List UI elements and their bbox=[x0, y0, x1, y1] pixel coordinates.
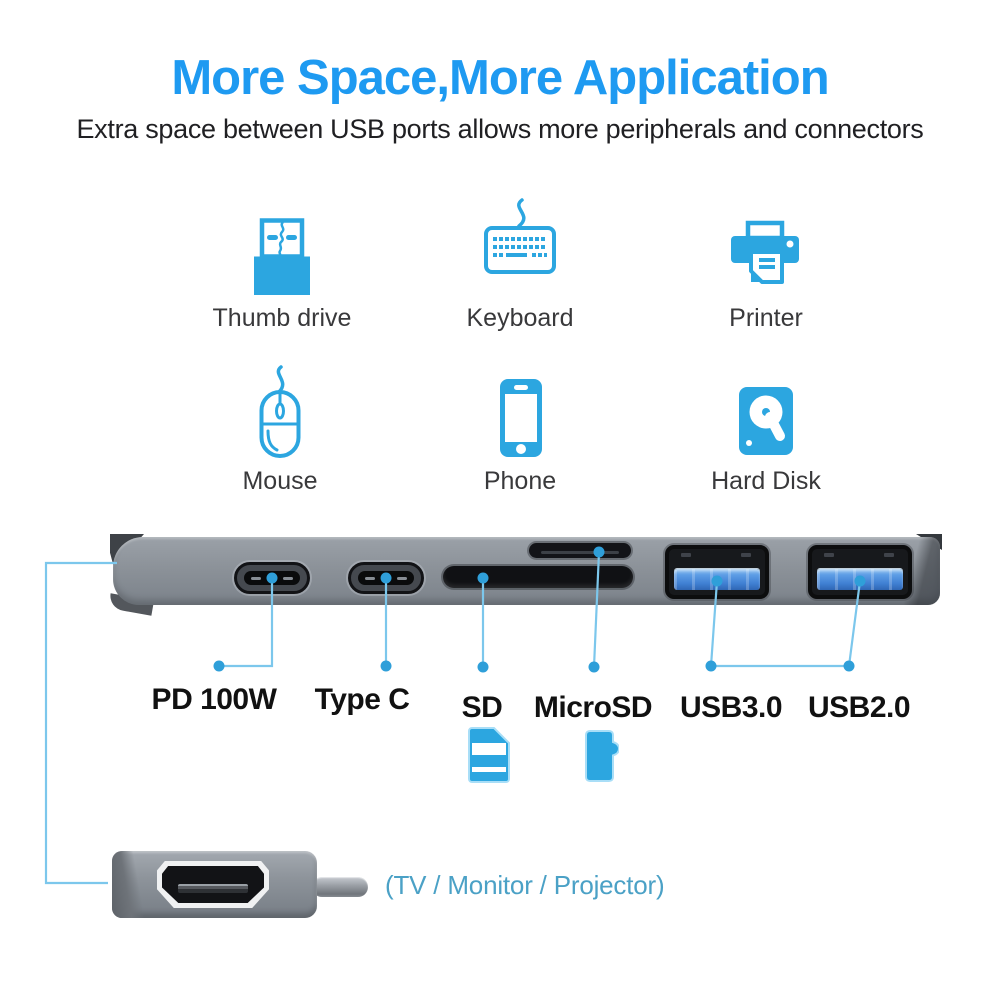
printer-icon bbox=[731, 220, 799, 284]
keyboard-icon bbox=[484, 198, 556, 274]
port-label-usb2: USB2.0 bbox=[807, 691, 911, 724]
usb-port-tongue bbox=[817, 569, 903, 590]
phone-icon bbox=[500, 379, 542, 457]
usb-a-3.0-port bbox=[665, 545, 769, 599]
page-subtitle: Extra space between USB ports allows mor… bbox=[76, 114, 924, 144]
hdmi-pin-slot bbox=[178, 884, 248, 893]
hub-edge-shadow bbox=[900, 537, 940, 605]
port-label-pd: PD 100W bbox=[151, 683, 277, 716]
port-label-typec: Type C bbox=[314, 683, 410, 716]
usb-c-pd-port bbox=[234, 562, 310, 594]
hdmi-port-opening bbox=[162, 866, 264, 903]
peripheral-label: Thumb drive bbox=[212, 304, 352, 332]
page-title: More Space,More Application bbox=[171, 51, 829, 105]
peripheral-label: Phone bbox=[483, 467, 557, 495]
port-label-sd: SD bbox=[461, 691, 503, 724]
usb-c-plug bbox=[312, 877, 368, 897]
usb-c-hub-device bbox=[113, 537, 940, 605]
microsd-card-icon bbox=[585, 730, 619, 782]
hdmi-edge-bevel bbox=[112, 851, 144, 918]
microsd-card-slot bbox=[529, 543, 631, 558]
peripheral-label: Keyboard bbox=[466, 304, 574, 332]
usb-c-data-port bbox=[348, 562, 424, 594]
hdmi-connector bbox=[112, 851, 317, 918]
peripheral-label: Printer bbox=[729, 304, 803, 332]
hdmi-caption: (TV / Monitor / Projector) bbox=[385, 870, 665, 900]
usb-port-tongue bbox=[674, 569, 760, 590]
thumb-drive-icon bbox=[254, 218, 310, 295]
port-label-usb3: USB3.0 bbox=[679, 691, 783, 724]
port-label-microsd: MicroSD bbox=[533, 691, 653, 724]
peripheral-label: Mouse bbox=[242, 467, 318, 495]
usb-a-2.0-port bbox=[808, 545, 912, 599]
peripheral-label: Hard Disk bbox=[711, 467, 821, 495]
sd-card-slot bbox=[443, 566, 633, 588]
hdmi-port bbox=[157, 861, 269, 908]
hard-disk-icon bbox=[739, 387, 793, 455]
sd-card-icon bbox=[468, 727, 510, 783]
mouse-icon bbox=[259, 365, 301, 458]
